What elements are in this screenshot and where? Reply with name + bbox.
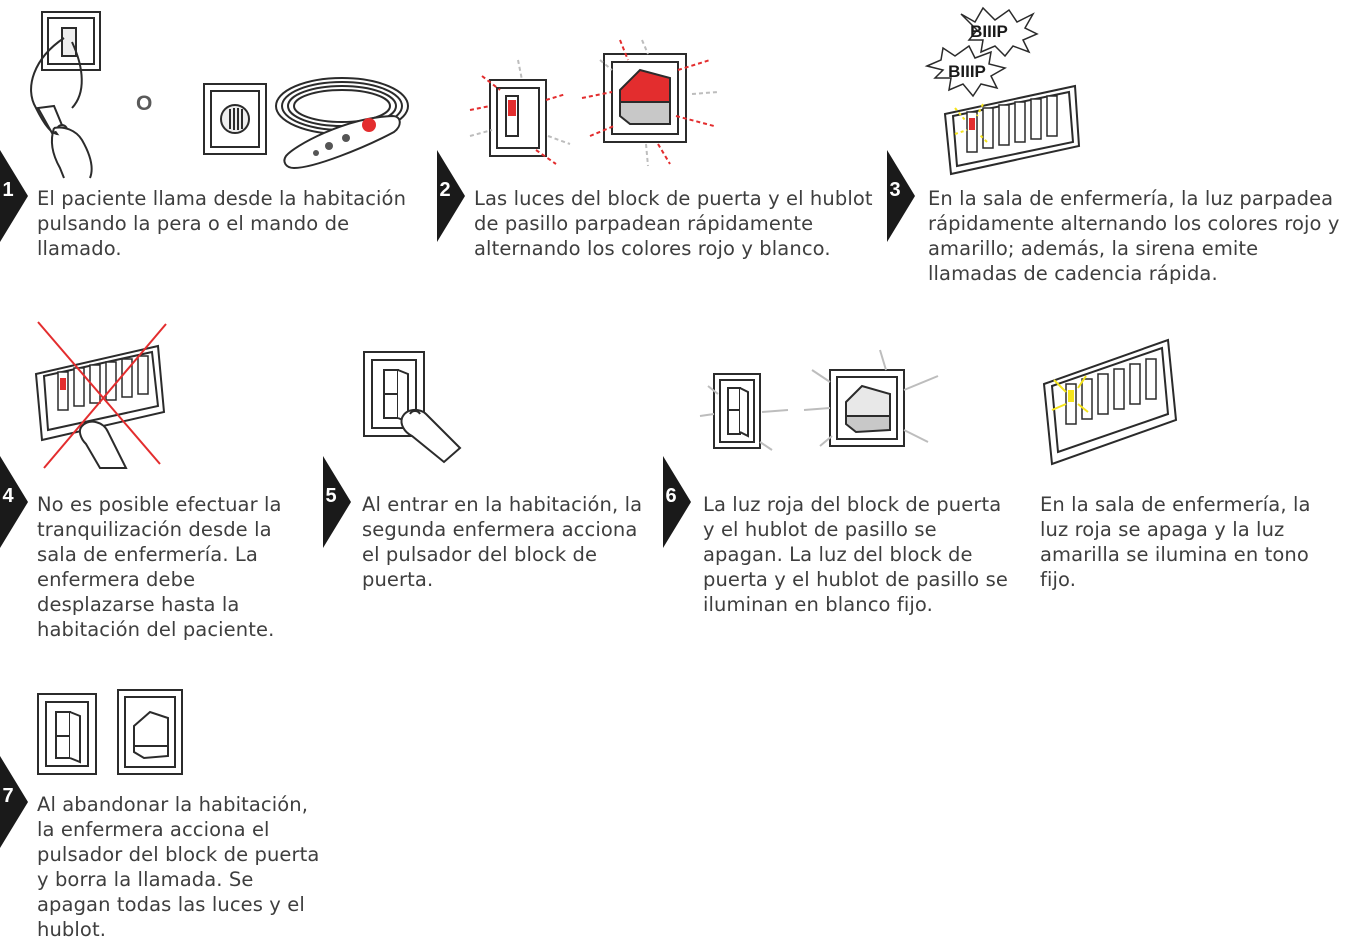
step-6-marker: 6 — [663, 456, 691, 548]
corridor-lamp-icon — [829, 369, 905, 447]
step-4-illustration — [30, 318, 175, 469]
pear-call-button-icon — [30, 11, 101, 179]
step-3-illustration: BIIIP BIIIP — [924, 4, 1085, 176]
door-block-icon — [713, 373, 761, 449]
door-block-icon — [37, 693, 97, 775]
beep-text-1: BIIIP — [970, 22, 1008, 41]
step-1-illustration — [24, 8, 414, 179]
corridor-lamp-icon — [603, 53, 687, 143]
siren-icon — [924, 6, 1039, 98]
step-7-marker: 7 — [0, 756, 28, 848]
door-block-icon — [489, 79, 547, 157]
step-4-marker: 4 — [0, 456, 28, 548]
finger-icon — [400, 408, 462, 464]
corridor-lamp-icon — [117, 689, 183, 775]
step-7-text: Al abandonar la habitación, la enfermera… — [37, 793, 320, 941]
step-3-number: 3 — [889, 179, 901, 201]
nurse-panel-icon — [943, 84, 1081, 176]
step-2-text: Las luces del block de puerta y el hublo… — [474, 187, 873, 260]
step-6-number: 6 — [665, 485, 677, 507]
step-4-number: 4 — [2, 485, 14, 507]
step-4-text: No es posible efectuar la tranquilizació… — [37, 493, 282, 641]
step-7-number: 7 — [2, 785, 14, 807]
step-5-number: 5 — [325, 485, 337, 507]
step-5-marker: 5 — [323, 456, 351, 548]
step-2-number: 2 — [439, 179, 451, 201]
nurse-panel-icon — [34, 344, 166, 442]
step-6b-text: En la sala de enfermería, la luz roja se… — [1040, 493, 1311, 591]
finger-icon — [78, 420, 128, 469]
step-5-illustration — [360, 351, 470, 464]
step-6b-illustration — [1040, 336, 1180, 466]
step-1-text: El paciente llama desde la habitación pu… — [37, 187, 407, 260]
or-label: O — [136, 92, 153, 115]
step-3-text: En la sala de enfermería, la luz parpade… — [928, 187, 1340, 285]
step-1-marker: 1 — [0, 150, 28, 242]
door-block-icon — [203, 83, 267, 155]
step-2-illustration — [469, 39, 720, 170]
step-3-marker: 3 — [887, 150, 915, 242]
step-1-number: 1 — [2, 179, 14, 201]
nurse-panel-icon — [1042, 338, 1178, 466]
step-5-text: Al entrar en la habitación, la segunda e… — [362, 493, 643, 591]
step-2-marker: 2 — [437, 150, 465, 242]
step-6-text: La luz roja del block de puerta y el hub… — [703, 493, 1008, 616]
bed-remote-control-icon — [275, 77, 409, 170]
step-7-illustration — [34, 682, 194, 782]
step-6-illustration — [699, 349, 945, 455]
beep-text-2: BIIIP — [948, 62, 986, 81]
